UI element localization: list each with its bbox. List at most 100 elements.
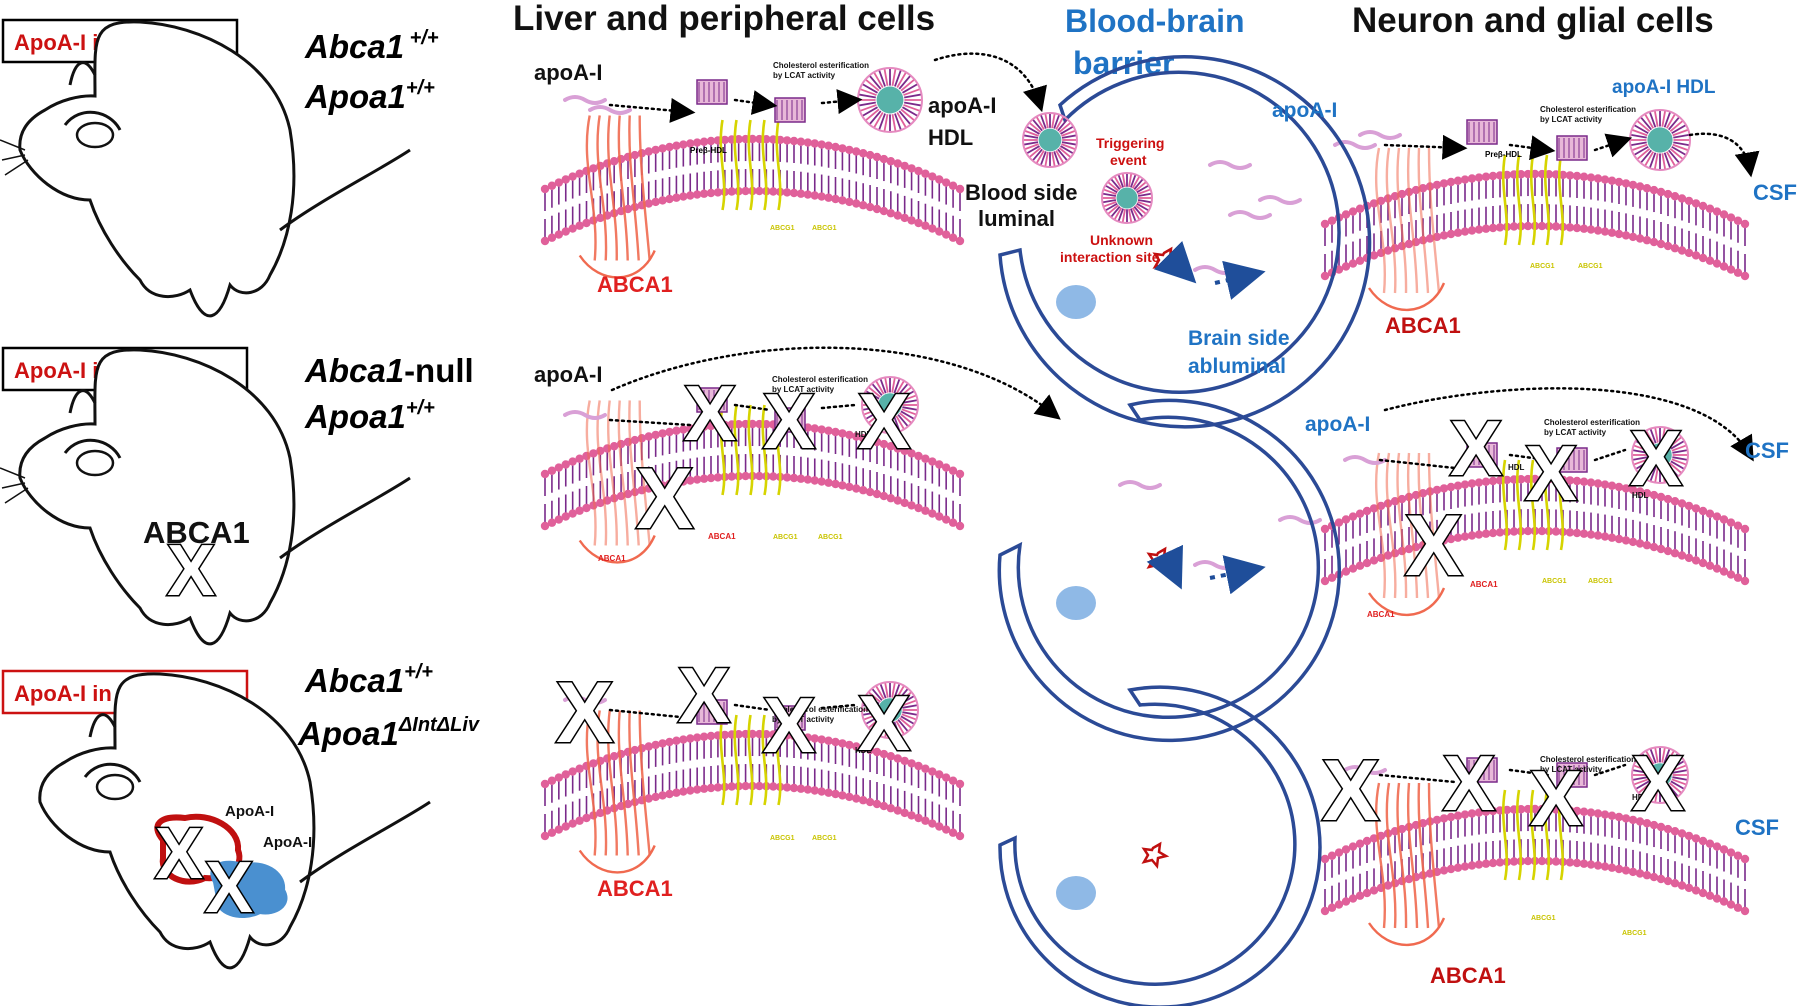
hdl-lipid [896, 71, 907, 88]
lipid-head [817, 735, 826, 744]
lipid-head [575, 221, 584, 230]
lipid-head [1432, 485, 1442, 495]
lipid-head [679, 140, 688, 149]
lipid-head [872, 489, 882, 499]
hdl-lipid [1632, 456, 1648, 461]
lipid-head [928, 224, 937, 233]
lipid-head [1467, 226, 1477, 235]
hdl-lipid [1061, 143, 1076, 151]
lipid-head [1488, 858, 1498, 868]
hdl-lipid [871, 719, 883, 733]
chol-est-label: Cholesterol esterification [1540, 105, 1636, 114]
lipid-head [1733, 216, 1743, 225]
abca1-protein [628, 115, 640, 261]
lipid-head [796, 784, 806, 793]
lipid-head [914, 503, 923, 513]
knockout-x-mark: X [1322, 743, 1379, 839]
lipid-head [547, 466, 557, 475]
abca1-label: ABCA1 [708, 532, 736, 541]
lipid-head [852, 432, 861, 441]
lipid-head [803, 733, 813, 742]
lipid-head [810, 734, 819, 743]
lipid-head [1726, 213, 1736, 222]
lipid-head [575, 169, 584, 178]
lipid-head [1691, 251, 1701, 260]
hdl-lipid [1637, 782, 1651, 794]
lipid-head [1446, 229, 1456, 239]
lipid-head [748, 134, 757, 144]
lipid-head [575, 764, 584, 773]
lipid-head [914, 813, 923, 823]
hdl-lipid [1121, 208, 1126, 223]
genotype-abca1-name: Abca1 [304, 28, 404, 65]
abca1-protein [596, 400, 608, 546]
csf-label: CSF [1745, 438, 1789, 463]
apoa1-label: apoA-I [534, 60, 602, 85]
hdl-lipid [1130, 208, 1137, 222]
abcg1-protein [1557, 154, 1565, 246]
lipid-head [1369, 504, 1379, 513]
apoa1-label: apoA-I [534, 362, 602, 387]
abca1-label: ABCA1 [597, 876, 673, 901]
lipid-head [1705, 561, 1715, 570]
lipid-head [886, 157, 896, 166]
knockout-x-mark: X [858, 679, 910, 767]
neuron-row1-labels: apoA-I apoA-I HDL Preβ-HDL Cholesterol e… [1272, 77, 1797, 338]
lipid-head [865, 487, 875, 497]
lipid-head [699, 137, 709, 146]
hdl-lipid [1635, 440, 1650, 450]
lipid-head [872, 799, 882, 809]
hdl-lipid [1130, 174, 1137, 188]
abcg1-protein [761, 404, 768, 496]
neuron-row2-labels: apoA-I Cholesterol esterification by LCA… [1305, 387, 1789, 619]
hdl-lipid [1661, 787, 1666, 803]
lipid-head [831, 479, 840, 489]
lipid-head [1642, 541, 1652, 550]
mouse-illustration [0, 20, 411, 318]
lipid-head [1712, 512, 1722, 521]
abca1-protein [1417, 452, 1430, 599]
hdl-lipid [1641, 784, 1653, 798]
lipid-head [1495, 223, 1505, 232]
hdl-lipid [1671, 778, 1687, 786]
lipid-head [1712, 207, 1722, 216]
hdl-lipid [1051, 113, 1056, 129]
hdl-lipid [1663, 466, 1671, 482]
lipid-head [907, 449, 916, 458]
lipid-head [824, 141, 833, 150]
hdl-lipid [1110, 206, 1121, 218]
knockout-x-mark: X [858, 377, 910, 465]
genotype-apoa1-sup: ΔIntΔLiv [398, 714, 481, 736]
hdl-lipid [1635, 760, 1650, 770]
lipid-head [1488, 171, 1498, 181]
lipid-head [907, 811, 916, 820]
lipid-head [1572, 171, 1582, 181]
hdl-lipid [1121, 173, 1126, 188]
abcg1-protein [775, 119, 782, 211]
hdl-lipid [1671, 764, 1687, 772]
lipid-head [1663, 494, 1673, 504]
hdl-lipid [1632, 449, 1648, 454]
abcg1-protein [733, 714, 740, 806]
lipid-head [686, 139, 695, 148]
hdl-lipid [1632, 776, 1648, 781]
hdl-lipid [1640, 116, 1653, 131]
lipid-head [720, 135, 730, 145]
abca1-protein [1385, 782, 1397, 929]
lipid-head [1712, 842, 1722, 851]
lipid-head [817, 425, 826, 434]
lipid-head [658, 144, 667, 153]
hdl-lipid [1026, 125, 1040, 135]
abcg1-protein [1543, 154, 1551, 246]
hdl-lipid [1667, 149, 1680, 164]
organ-label-intestine: ApoA-I [263, 834, 312, 851]
lipid-head [1649, 237, 1659, 247]
lipid-head [1467, 479, 1477, 488]
hdl-lipid [899, 717, 913, 729]
knockout-x-mark: X [1632, 739, 1684, 827]
abca1-protein [1368, 282, 1446, 312]
hdl-lipid [902, 106, 919, 117]
abca1-label: ABCA1 [1470, 580, 1498, 589]
lipid-head [886, 442, 896, 451]
lipid-head [1684, 196, 1694, 206]
